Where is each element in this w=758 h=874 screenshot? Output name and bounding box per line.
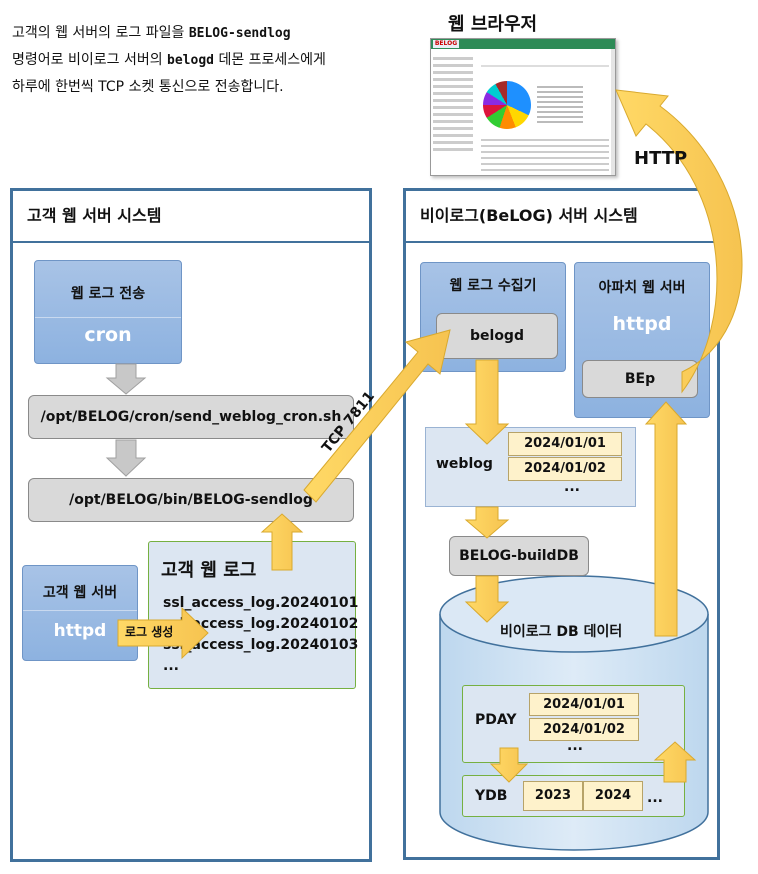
browser-header-line: [481, 65, 609, 67]
tcp-arrow: [303, 329, 451, 503]
cron-down-arrow: [105, 363, 147, 395]
customer-webserver-label: 고객 웹 서버: [42, 585, 118, 601]
browser-title: 웹 브라우저: [448, 14, 538, 35]
customer-webserver-value: httpd: [53, 621, 107, 641]
browser-topbar: [431, 39, 615, 49]
cron-value: cron: [84, 324, 132, 346]
weblog-file: ssl_access_log.20240102: [163, 616, 359, 632]
browser-rows: [481, 135, 609, 175]
belog-system-title: 비이로그(BeLOG) 서버 시스템: [406, 191, 717, 243]
weblog-file-list: ssl_access_log.20240101 ssl_access_log.2…: [163, 593, 358, 677]
builddb-down-arrow: [464, 575, 510, 623]
customer-system-title: 고객 웹 서버 시스템: [13, 191, 369, 243]
db-label: 비이로그 DB 데이터: [500, 621, 622, 641]
collector-label: 웹 로그 수집기: [449, 278, 537, 294]
sendlog-box: /opt/BELOG/bin/BELOG-sendlog: [28, 478, 354, 522]
apache-label: 아파치 웹 서버: [598, 280, 686, 296]
cron-script-box: /opt/BELOG/cron/send_weblog_cron.sh: [28, 395, 354, 439]
ydb-label: YDB: [475, 788, 508, 804]
weblog-more: ...: [564, 479, 580, 495]
belog-title-pre: 비이로그: [420, 206, 479, 225]
log-gen-label: 로그 생성: [125, 625, 174, 639]
apache-value: httpd: [612, 313, 672, 335]
weblog-label: weblog: [436, 456, 493, 472]
ydb-more: ...: [647, 790, 663, 806]
intro-line2: 명령어로 비이로그 서버의: [12, 52, 168, 68]
cron-box: 웹 로그 전송 cron: [34, 260, 182, 364]
weblog-date: 2024/01/02: [508, 457, 622, 481]
belogd-box: belogd: [436, 313, 558, 359]
sendlog-command: BELOG-sendlog: [188, 26, 291, 41]
pie-chart-icon: [483, 81, 531, 129]
pday-label: PDAY: [475, 712, 517, 728]
db-label-mid: DB: [556, 624, 579, 640]
ydb-year: 2023: [523, 781, 583, 811]
log-gen-arrow: [117, 606, 209, 660]
weblog-up-arrow: [260, 513, 304, 571]
weblog-file: ssl_access_log.20240101: [163, 595, 359, 611]
weblog-file: ...: [163, 658, 179, 674]
bep-box: BEp: [582, 360, 698, 398]
browser-scrollbar: [611, 49, 615, 175]
intro-line2-post: 데몬 프로세스에게: [214, 52, 326, 68]
db-label-pre: 비이로그: [500, 624, 557, 640]
db-label-post: 데이터: [578, 624, 623, 640]
weblog-file: ssl_access_log.20240103: [163, 637, 359, 653]
script-down-arrow: [105, 439, 147, 477]
http-label: HTTP: [634, 148, 688, 169]
belogd-down-arrow: [464, 359, 510, 445]
builddb-box: BELOG-buildDB: [449, 536, 589, 576]
belog-title-mid: (BeLOG): [478, 206, 553, 225]
intro-text: 고객의 웹 서버의 로그 파일을 BELOG-sendlog 명령어로 비이로그…: [12, 20, 412, 101]
pday-down-arrow: [489, 747, 529, 783]
intro-line1: 고객의 웹 서버의 로그 파일을: [12, 25, 189, 41]
cron-label: 웹 로그 전송: [70, 286, 146, 302]
ydb-year: 2024: [583, 781, 643, 811]
weblog-down-arrow: [464, 506, 510, 539]
weblog-date: 2024/01/01: [508, 432, 622, 456]
pday-date: 2024/01/01: [529, 693, 639, 716]
http-curved-arrow: [615, 89, 743, 394]
customer-weblog-title: 고객 웹 로그: [161, 560, 257, 581]
browser-legend: [537, 83, 583, 126]
pday-more: ...: [567, 738, 583, 754]
intro-line3: 하루에 한번씩 TCP 소켓 통신으로 전송합니다.: [12, 79, 284, 95]
belogd-command: belogd: [167, 53, 214, 68]
browser-logo: BELOG: [433, 40, 459, 48]
browser-sidebar: [433, 53, 473, 171]
belog-title-post: 서버 시스템: [552, 206, 638, 225]
db-up-arrow: [644, 401, 688, 637]
browser-screenshot: BELOG: [430, 38, 616, 176]
ydb-up-arrow: [653, 741, 697, 783]
pday-date: 2024/01/02: [529, 718, 639, 741]
